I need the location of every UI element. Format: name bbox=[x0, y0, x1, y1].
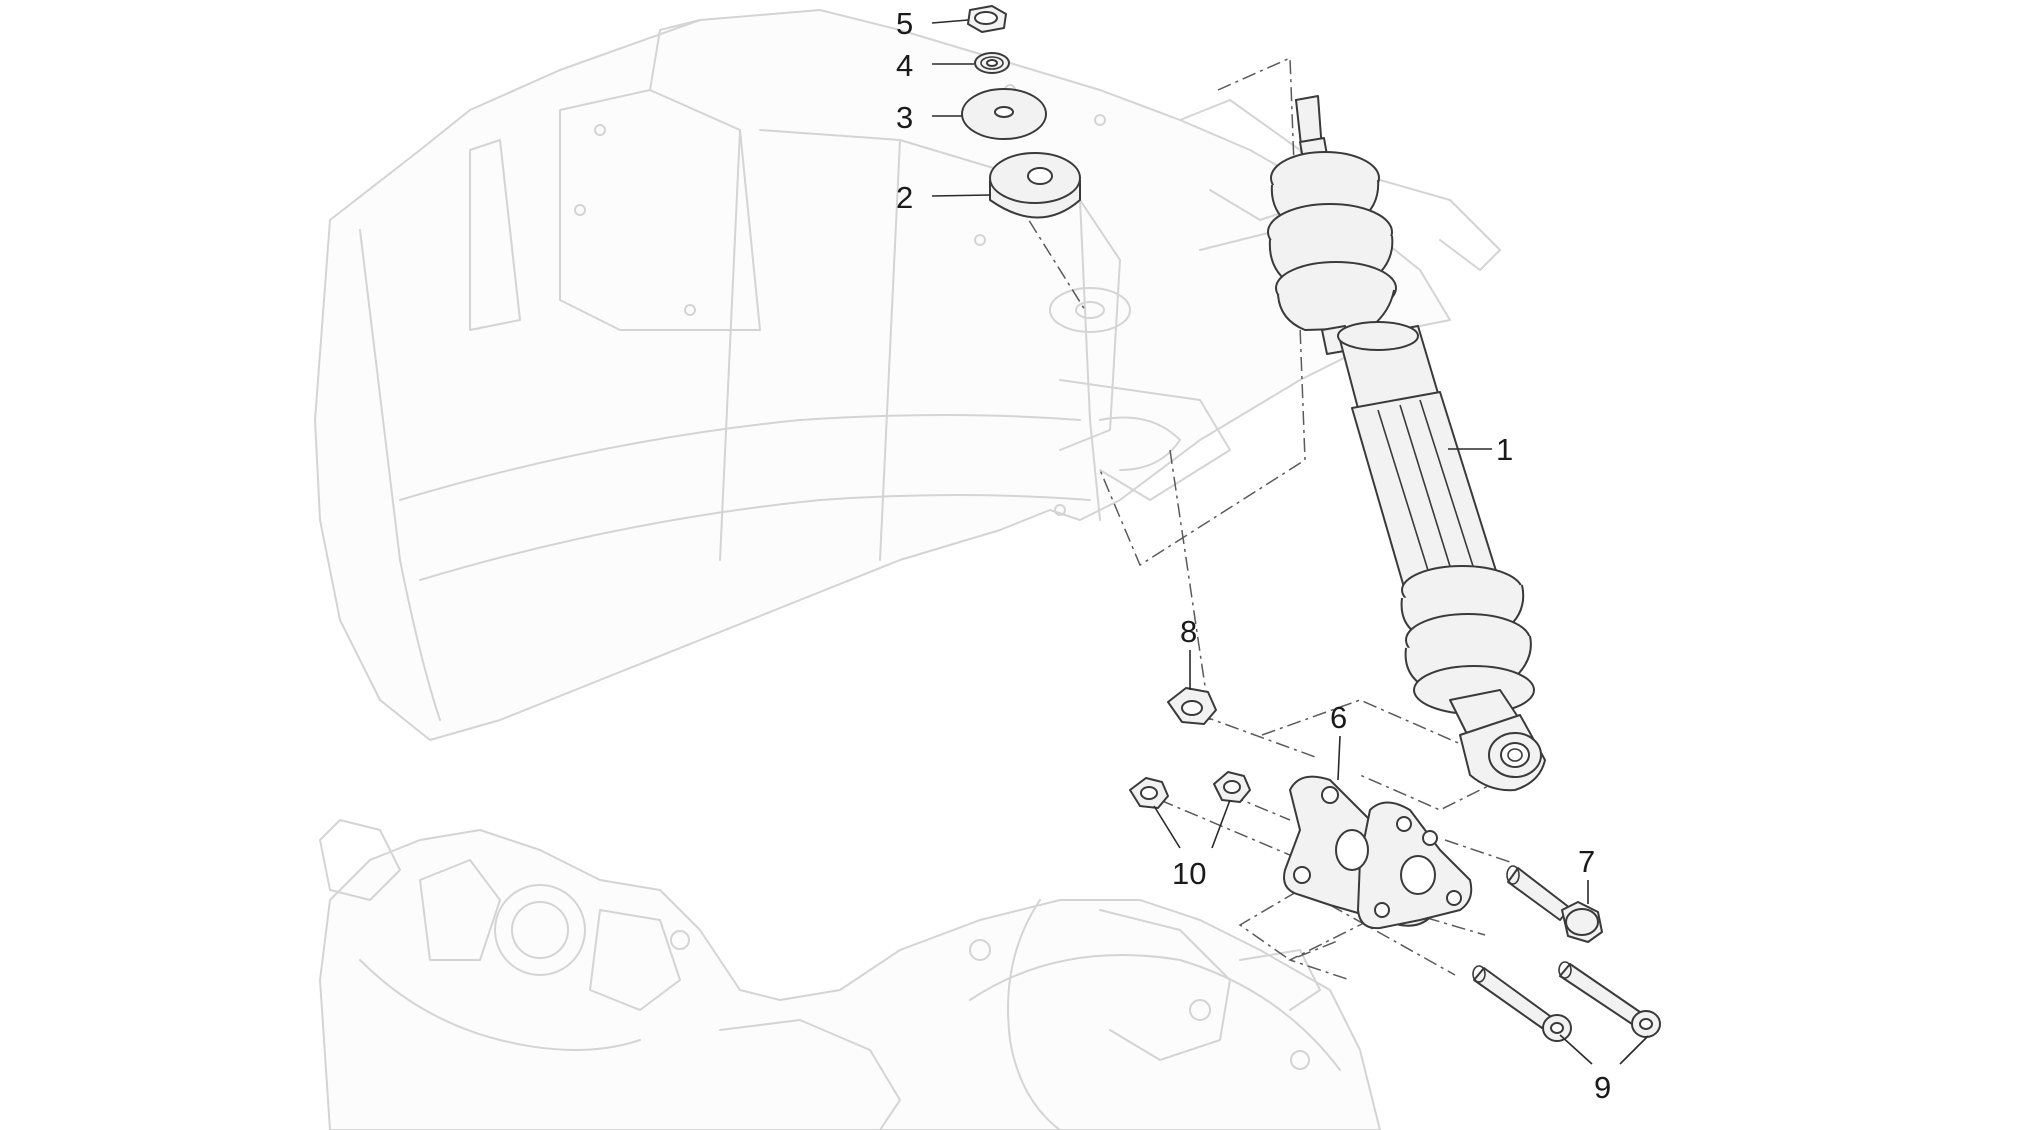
callout-1: 1 bbox=[1496, 432, 1513, 467]
part-5-nut bbox=[967, 5, 1007, 33]
callout-7: 7 bbox=[1578, 844, 1595, 879]
part-10-nut-left bbox=[1129, 777, 1169, 809]
part-7-flanged-bolt bbox=[1506, 865, 1603, 943]
callout-10: 10 bbox=[1172, 856, 1206, 891]
callout-2: 2 bbox=[896, 180, 913, 215]
callout-labels: 5 4 3 2 1 8 6 7 10 9 bbox=[896, 6, 1611, 1105]
part-4-serrated-washer bbox=[974, 52, 1010, 74]
part-9-bolt-lower bbox=[1472, 965, 1572, 1042]
leader-lines bbox=[931, 19, 1649, 1065]
part-6-bracket bbox=[1283, 775, 1473, 930]
callout-4: 4 bbox=[896, 48, 913, 83]
part-8-nut bbox=[1167, 687, 1217, 725]
frame-ghost bbox=[314, 9, 1501, 741]
part-10-nut-right bbox=[1213, 771, 1251, 803]
callout-8: 8 bbox=[1180, 614, 1197, 649]
part-2-rubber-bushing bbox=[989, 152, 1081, 219]
part-9-bolt-upper bbox=[1558, 961, 1661, 1038]
callout-9: 9 bbox=[1594, 1070, 1611, 1105]
callout-3: 3 bbox=[896, 100, 913, 135]
callout-5: 5 bbox=[896, 6, 913, 41]
part-3-flat-washer bbox=[961, 88, 1047, 140]
callout-6: 6 bbox=[1330, 700, 1347, 735]
part-1-shock-absorber bbox=[1267, 95, 1546, 792]
engine-ghost bbox=[319, 819, 1381, 1130]
